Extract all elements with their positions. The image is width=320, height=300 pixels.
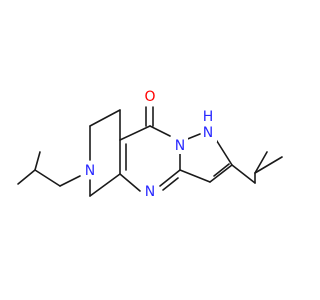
atom-label-n-amine: N — [85, 163, 95, 179]
oxygen-atom: O — [141, 87, 159, 105]
bond — [149, 125, 171, 137]
bonds — [17, 106, 283, 197]
atom-label-n-bridge: N — [175, 138, 185, 154]
atom-label-h: H — [203, 109, 214, 125]
bond — [89, 173, 121, 197]
bond — [162, 177, 179, 191]
bond — [209, 164, 233, 183]
nitrogen-atom-nh: N H — [201, 108, 217, 142]
bond — [17, 169, 36, 185]
bond — [214, 137, 233, 166]
bond — [254, 156, 283, 174]
atom-label-n-aza: N — [145, 184, 155, 200]
bond — [89, 109, 121, 127]
atom-label-n-ring: N — [203, 125, 213, 141]
bond — [119, 173, 141, 192]
nitrogen-atom-ring: N — [82, 163, 98, 179]
bond — [34, 151, 41, 171]
bond — [254, 151, 268, 174]
nitrogen-atom-bridgehead: N — [172, 138, 188, 154]
bond — [231, 164, 256, 184]
bond — [213, 163, 230, 177]
nitrogen-atom-aza: N — [142, 184, 158, 200]
atom-label-o: O — [144, 89, 155, 105]
bond — [179, 169, 211, 183]
bond — [34, 169, 61, 187]
bond — [119, 125, 151, 141]
bond — [59, 175, 81, 187]
molecule-structure: O N H N N N — [17, 87, 283, 200]
atom-labels: O N H N N N — [82, 87, 217, 200]
bond — [159, 169, 181, 187]
